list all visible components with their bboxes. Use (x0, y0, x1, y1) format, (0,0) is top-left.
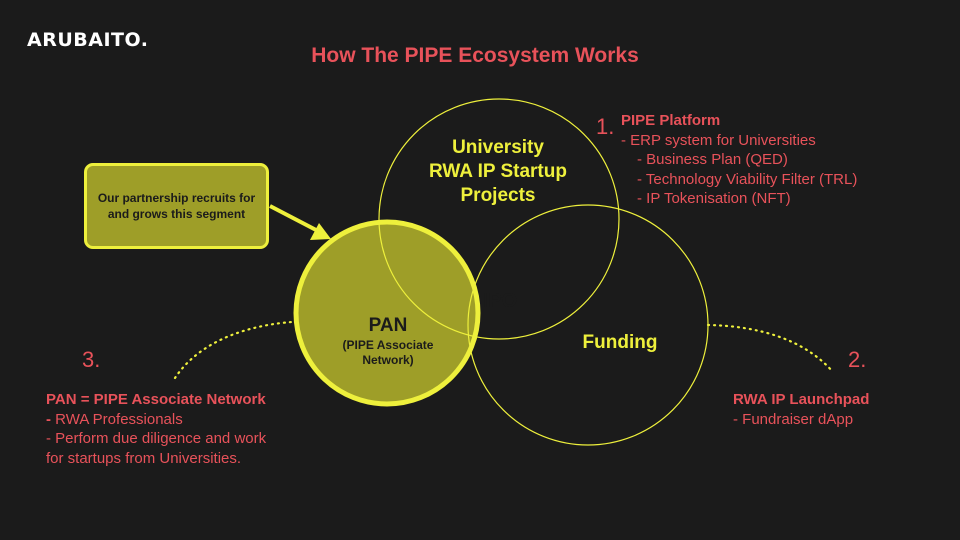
partnership-callout: Our partnership recruits for and grows t… (84, 163, 269, 249)
university-label: University RWA IP Startup Projects (398, 136, 598, 208)
launchpad-item: - Fundraiser dApp (733, 410, 854, 428)
university-label-line: University (452, 137, 544, 158)
section-number-2: 2. (848, 347, 867, 372)
pipe-platform-item: - Business Plan (QED) (637, 151, 788, 168)
pipe-platform-item: - IP Tokenisation (NFT) (637, 190, 791, 207)
pan-info-dash: - (46, 410, 51, 428)
pan-label-sub: (PIPE Associate (342, 338, 434, 352)
pan-info-item-text: RWA Professionals (55, 410, 183, 428)
pipe-platform-item: - ERP system for Universities (621, 131, 816, 149)
pan-info-item: for startups from Universities. (46, 449, 242, 467)
launchpad-heading: RWA IP Launchpad (733, 391, 870, 408)
pan-info-item: - Perform due diligence and work (46, 430, 267, 447)
pan-info-heading: PAN = PIPE Associate Network (46, 391, 266, 408)
university-label-line: Projects (460, 185, 536, 206)
university-label-line: RWA IP Startup (429, 161, 567, 182)
callout-arrow-head (310, 223, 331, 240)
section-number-3: 3. (82, 347, 101, 372)
pan-label-sub: Network) (362, 353, 414, 367)
pan-circle (293, 219, 481, 407)
launchpad-info: RWA IP Launchpad - Fundraiser dApp (733, 390, 869, 429)
section-number-1: 1. (596, 114, 615, 139)
pan-label: PAN (PIPE Associate Network) (318, 314, 458, 368)
university-circle (378, 98, 620, 340)
pan-label-name: PAN (368, 315, 408, 336)
callout-arrow-line (269, 204, 319, 233)
dotted-connector-right (706, 323, 835, 374)
pan-info-item: - RWA Professionals (46, 410, 266, 430)
ipo-label: IPO (482, 290, 518, 312)
funding-label: Funding (582, 332, 658, 353)
page-title: How The PIPE Ecosystem Works (311, 44, 639, 67)
brand-logo: ARUBAITO. (27, 29, 149, 51)
funding-circle (467, 204, 709, 446)
pipe-platform-heading: PIPE Platform (621, 112, 721, 129)
pan-info: PAN = PIPE Associate Network - RWA Profe… (46, 390, 266, 468)
pipe-platform-item: - Technology Viability Filter (TRL) (637, 170, 858, 188)
callout-text: Our partnership recruits for and grows t… (97, 191, 256, 221)
pipe-platform-info: PIPE Platform - ERP system for Universit… (621, 111, 857, 209)
dotted-connector-left (173, 320, 294, 380)
